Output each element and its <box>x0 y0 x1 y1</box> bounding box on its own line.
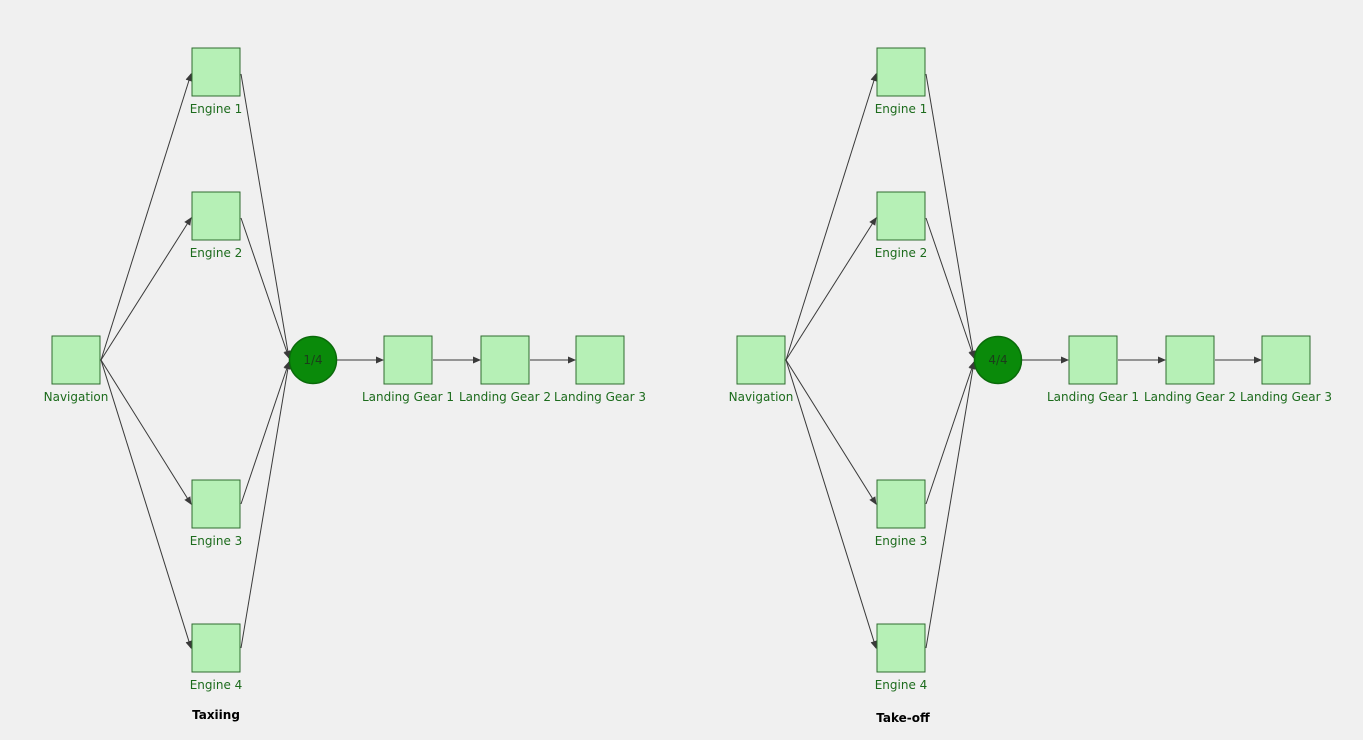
edge-engine1-gate <box>925 73 977 359</box>
edge-engine3-gate <box>925 361 976 505</box>
diagram-take-off: Navigation Engine 1 Engine 2 Engine 3 En… <box>729 47 1332 725</box>
node-navigation[interactable]: Navigation <box>729 335 794 404</box>
node-box[interactable] <box>876 191 926 241</box>
node-box[interactable] <box>191 47 241 97</box>
edge-engine3-gate <box>240 361 291 505</box>
edge-engine1-gate <box>240 73 292 359</box>
gate-circle[interactable] <box>973 335 1023 385</box>
edge-engine2-gate <box>240 217 291 359</box>
node-box[interactable] <box>383 335 433 385</box>
node-landing-gear-2[interactable]: Landing Gear 2 <box>1144 335 1236 404</box>
edge-navigation-engine2 <box>100 217 192 361</box>
gate-node[interactable]: 1/4 <box>288 335 338 385</box>
node-engine-1[interactable]: Engine 1 <box>875 47 928 116</box>
node-box[interactable] <box>191 191 241 241</box>
edge-navigation-engine3 <box>100 359 192 505</box>
gate-label: 4/4 <box>988 353 1007 367</box>
edge-engine4-gate <box>925 361 977 649</box>
node-landing-gear-1[interactable]: Landing Gear 1 <box>1047 335 1139 404</box>
node-label: Engine 2 <box>875 246 928 260</box>
node-label: Landing Gear 3 <box>554 390 646 404</box>
node-engine-2[interactable]: Engine 2 <box>875 191 928 260</box>
node-box[interactable] <box>1165 335 1215 385</box>
node-engine-1[interactable]: Engine 1 <box>190 47 243 116</box>
node-label: Landing Gear 2 <box>1144 390 1236 404</box>
node-label: Engine 4 <box>875 678 928 692</box>
node-box[interactable] <box>876 479 926 529</box>
edge-engine4-gate <box>240 361 292 649</box>
node-label: Engine 2 <box>190 246 243 260</box>
node-label: Engine 3 <box>875 534 928 548</box>
node-engine-4[interactable]: Engine 4 <box>190 623 243 692</box>
node-label: Landing Gear 1 <box>362 390 454 404</box>
node-label: Landing Gear 2 <box>459 390 551 404</box>
edge-navigation-engine1 <box>100 73 193 361</box>
node-box[interactable] <box>1261 335 1311 385</box>
node-navigation[interactable]: Navigation <box>44 335 109 404</box>
edge-navigation-engine3 <box>785 359 877 505</box>
node-label: Navigation <box>729 390 794 404</box>
node-box[interactable] <box>51 335 101 385</box>
node-engine-2[interactable]: Engine 2 <box>190 191 243 260</box>
node-engine-3[interactable]: Engine 3 <box>190 479 243 548</box>
node-label: Engine 4 <box>190 678 243 692</box>
node-box[interactable] <box>876 623 926 673</box>
node-box[interactable] <box>480 335 530 385</box>
node-label: Engine 1 <box>875 102 928 116</box>
node-label: Navigation <box>44 390 109 404</box>
node-box[interactable] <box>736 335 786 385</box>
node-box[interactable] <box>575 335 625 385</box>
node-engine-4[interactable]: Engine 4 <box>875 623 928 692</box>
edge-navigation-engine1 <box>785 73 878 361</box>
diagram-title: Taxiing <box>192 708 240 722</box>
node-engine-3[interactable]: Engine 3 <box>875 479 928 548</box>
diagram-taxiing: Navigation Engine 1 Engine 2 Engine 3 En… <box>44 47 646 722</box>
node-label: Engine 1 <box>190 102 243 116</box>
edge-navigation-engine2 <box>785 217 877 361</box>
node-label: Landing Gear 3 <box>1240 390 1332 404</box>
diagram-title: Take-off <box>876 711 930 725</box>
edge-navigation-engine4 <box>785 359 878 649</box>
edge-navigation-engine4 <box>100 359 193 649</box>
node-box[interactable] <box>191 479 241 529</box>
node-label: Engine 3 <box>190 534 243 548</box>
node-landing-gear-3[interactable]: Landing Gear 3 <box>554 335 646 404</box>
node-label: Landing Gear 1 <box>1047 390 1139 404</box>
node-landing-gear-3[interactable]: Landing Gear 3 <box>1240 335 1332 404</box>
gate-node[interactable]: 4/4 <box>973 335 1023 385</box>
edge-engine2-gate <box>925 217 976 359</box>
node-landing-gear-1[interactable]: Landing Gear 1 <box>362 335 454 404</box>
node-landing-gear-2[interactable]: Landing Gear 2 <box>459 335 551 404</box>
node-box[interactable] <box>191 623 241 673</box>
gate-circle[interactable] <box>288 335 338 385</box>
node-box[interactable] <box>876 47 926 97</box>
node-box[interactable] <box>1068 335 1118 385</box>
gate-label: 1/4 <box>303 353 322 367</box>
